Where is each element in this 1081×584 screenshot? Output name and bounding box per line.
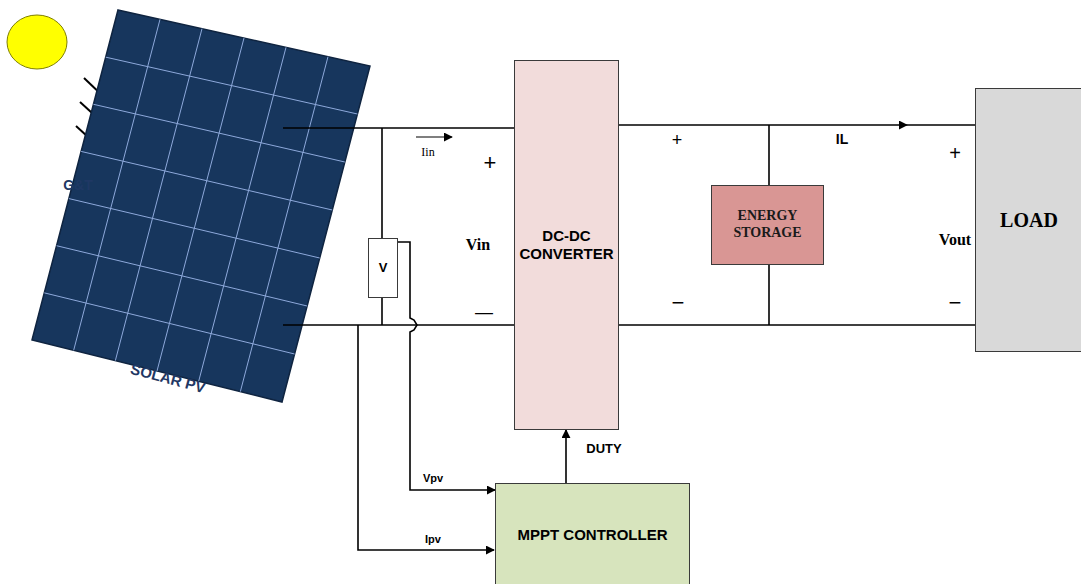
current-sense-wire: [358, 325, 494, 550]
grid-line: [44, 293, 294, 354]
node-label: LOAD: [1000, 208, 1058, 232]
load-box: LOAD: [975, 88, 1081, 352]
grid-line: [199, 47, 286, 381]
polarity-sign: +: [672, 130, 683, 151]
grid-line: [69, 199, 320, 258]
wire: [615, 324, 975, 326]
polarity-sign: +: [484, 150, 497, 176]
converter-box: DC-DC CONVERTER: [514, 60, 619, 430]
panel-grid: [44, 19, 357, 391]
current-arrow: [416, 136, 452, 137]
controller-box: MPPT CONTROLLER: [495, 483, 690, 584]
connector: [565, 430, 567, 483]
polarity-sign: −: [949, 290, 962, 316]
current-label: Iin: [421, 145, 434, 160]
node-label: V: [379, 260, 388, 276]
wire: [768, 265, 770, 325]
wire: [381, 128, 383, 238]
grid-line: [157, 38, 244, 371]
sun: [7, 15, 67, 69]
solar-panel: [32, 10, 370, 402]
connector: [619, 124, 975, 126]
wire: [381, 298, 383, 325]
grid-line: [57, 246, 308, 306]
signal-label: Ipv: [425, 533, 441, 545]
storage-box: ENERGY STORAGE: [711, 185, 824, 265]
node-label: ENERGY STORAGE: [712, 208, 823, 242]
irradiance-label: G&T: [63, 177, 93, 193]
wire: [283, 324, 518, 326]
voltage-label: Vin: [466, 236, 490, 254]
node-label: DC-DC CONVERTER: [515, 227, 618, 263]
polarity-sign: +: [949, 142, 961, 165]
grid-line: [240, 57, 328, 392]
current-label: IL: [836, 131, 848, 147]
signal-label: DUTY: [586, 441, 621, 456]
connector: [398, 242, 495, 490]
wire: [768, 125, 770, 185]
polarity-sign: −: [672, 290, 685, 316]
grid-line: [115, 29, 202, 361]
grid-line: [81, 151, 332, 210]
wire: [283, 127, 518, 129]
grid-line: [106, 57, 358, 114]
voltage-label: Vout: [939, 231, 971, 249]
grid-line: [93, 104, 344, 162]
signal-label: Vpv: [423, 472, 443, 484]
panel-label: SOLAR PV: [129, 360, 207, 396]
polarity-sign: —: [475, 302, 493, 323]
voltmeter-box: V: [368, 238, 398, 298]
node-label: MPPT CONTROLLER: [518, 526, 668, 544]
